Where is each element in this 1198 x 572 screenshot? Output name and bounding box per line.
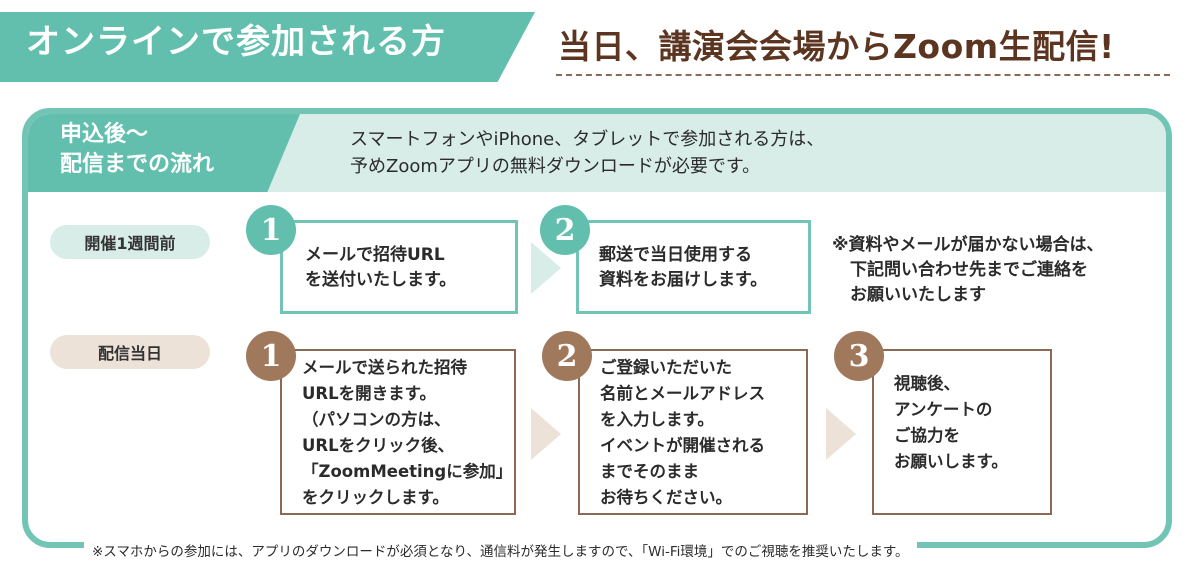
step-text-line: までそのまま (600, 462, 699, 481)
event-day-label: 配信当日 (50, 335, 210, 369)
panel-note-line2: 予めZoomアプリの無料ダウンロードが必要です。 (350, 156, 761, 177)
panel-label-line1: 申込後〜 (60, 122, 149, 147)
flow-panel: 申込後〜 配信までの流れ スマートフォンやiPhone、タブレットで参加される方… (22, 108, 1172, 548)
week-before-step1-box: メールで招待URL を送付いたします。 (280, 220, 518, 314)
step-text-line: ご協力を (894, 426, 960, 445)
step-text-line: URLをクリック後、 (302, 436, 455, 455)
header-underline (556, 74, 1170, 76)
header-ribbon (0, 12, 535, 82)
panel-label-tab (28, 114, 300, 192)
event-day-step3-box: 視聴後、 アンケートの ご協力を お願いします。 (872, 349, 1052, 515)
panel-note: スマートフォンやiPhone、タブレットで参加される方は、 予めZoomアプリの… (350, 126, 824, 180)
step-number-badge: 2 (542, 331, 592, 381)
step-number-badge: 1 (246, 331, 296, 381)
event-day-step1-box: メールで送られた招待 URLを開きます。 （パソコンの方は、 URLをクリック後… (280, 349, 516, 515)
step-number-badge: 3 (834, 331, 884, 381)
event-day-step2-box: ご登録いただいた 名前とメールアドレス を入力します。 イベントが開催される ま… (578, 349, 808, 515)
step-text-line: 「ZoomMeetingに参加」 (302, 462, 513, 481)
step-text-line: を送付いたします。 (305, 270, 457, 290)
step-text-line: イベントが開催される (600, 436, 765, 455)
panel-label-line2: 配信までの流れ (60, 152, 215, 177)
step-text-line: アンケートの (894, 400, 993, 419)
week-before-label: 開催1週間前 (50, 225, 210, 259)
arrow-right-icon (531, 408, 561, 460)
step-text-line: ご登録いただいた (600, 358, 732, 377)
note-line: 下記問い合わせ先までご連絡を (850, 260, 1088, 280)
step-text-line: を入力します。 (600, 410, 714, 429)
step-text-line: 名前とメールアドレス (600, 384, 765, 403)
step-text-line: メールで招待URL (305, 245, 445, 265)
step-text-line: メールで送られた招待 (302, 358, 467, 377)
note-line: お願いいたします (850, 285, 986, 305)
step-text-line: をクリックします。 (302, 488, 449, 507)
note-line: ※資料やメールが届かない場合は、 (832, 235, 1104, 255)
panel-label: 申込後〜 配信までの流れ (60, 120, 214, 180)
arrow-right-icon (826, 408, 856, 460)
week-before-note: ※資料やメールが届かない場合は、 下記問い合わせ先までご連絡を お願いいたします (832, 233, 1104, 308)
week-before-step2-box: 郵送で当日使用する 資料をお届けします。 (576, 220, 811, 314)
step-number-badge: 1 (246, 205, 296, 255)
step-text-line: お願いします。 (894, 452, 1008, 471)
header-title: 当日、講演会会場からZoom生配信! (558, 27, 1115, 66)
step-text-line: 資料をお届けします。 (599, 270, 768, 290)
footer-note: ※スマホからの参加には、アプリのダウンロードが必須となり、通信料が発生しますので… (84, 540, 917, 560)
header-ribbon-text: オンラインで参加される方 (26, 22, 446, 62)
step-text-line: URLを開きます。 (302, 384, 436, 403)
step-number-badge: 2 (540, 205, 590, 255)
step-text-line: お待ちください。 (600, 488, 732, 507)
step-text-line: 郵送で当日使用する (599, 245, 752, 265)
step-text-line: （パソコンの方は、 (302, 410, 451, 429)
step-text-line: 視聴後、 (894, 374, 960, 393)
panel-note-line1: スマートフォンやiPhone、タブレットで参加される方は、 (350, 129, 825, 150)
